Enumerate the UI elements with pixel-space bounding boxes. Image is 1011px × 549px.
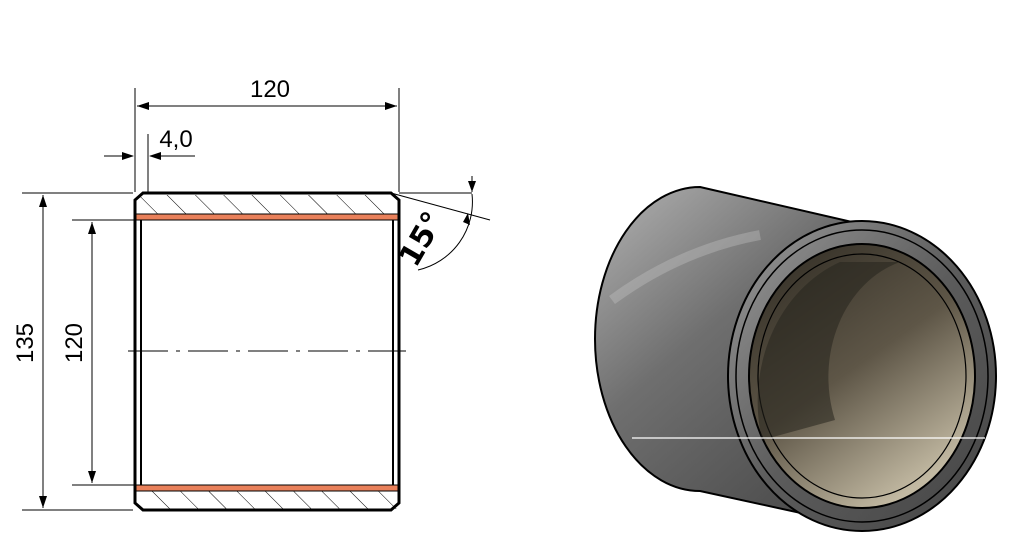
chamfer-arrow-top [468,181,476,192]
liner-edge [757,253,967,499]
top-liner [135,213,399,221]
chamfer-angle-label: 15° [392,206,451,273]
section-view [128,191,406,512]
thickness-label: 4,0 [159,126,192,153]
bottom-liner [135,484,399,492]
bottom-wall-hatch [136,491,398,509]
chamfer-angle-arc [417,193,473,271]
shell-highlight [609,230,761,305]
dimensions [22,88,491,511]
length-label: 120 [250,76,290,103]
id-arrow-bottom [88,471,96,483]
top-wall-hatch [136,195,398,214]
outer-diameter-label: 135 [12,323,39,363]
bore-shadow [757,262,900,440]
thickness-arrow-right [149,152,161,160]
length-arrow-right [385,102,397,110]
chamfer-extension-line [390,192,491,221]
front-face-chamfer [735,229,989,523]
isometric-view [594,185,997,532]
thickness-arrow-left [122,152,134,160]
chamfer-arrow-bottom [463,213,470,225]
length-arrow-left [137,102,149,110]
inner-diameter-label: 120 [61,323,88,363]
outer-profile [133,191,401,512]
od-arrow-bottom [39,496,47,508]
id-arrow-top [88,222,96,234]
od-arrow-top [39,195,47,207]
